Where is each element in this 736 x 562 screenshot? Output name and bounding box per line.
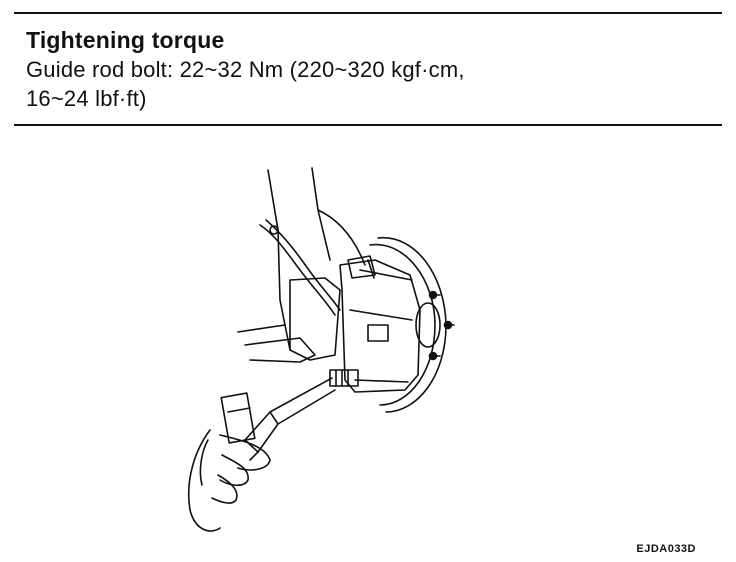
caliper-illustration xyxy=(187,167,455,532)
spec-title: Tightening torque xyxy=(26,27,225,53)
steering-knuckle xyxy=(237,277,341,363)
brake-hose xyxy=(259,219,341,316)
figure-code: EJDA033D xyxy=(636,543,696,555)
spec-value-line-1: Guide rod bolt: 22~32 Nm (220~320 kgf·cm… xyxy=(26,57,465,82)
caliper-body xyxy=(339,255,421,393)
hand xyxy=(187,429,271,532)
brake-disc xyxy=(369,237,455,413)
bottom-rule xyxy=(14,124,722,126)
top-rule xyxy=(14,12,722,14)
spec-value-line-2: 16~24 lbf·ft) xyxy=(26,86,147,111)
socket-wrench xyxy=(220,377,336,461)
torque-spec: Tightening torque Guide rod bolt: 22~32 … xyxy=(26,26,716,113)
guide-rod-bolt xyxy=(329,369,359,387)
